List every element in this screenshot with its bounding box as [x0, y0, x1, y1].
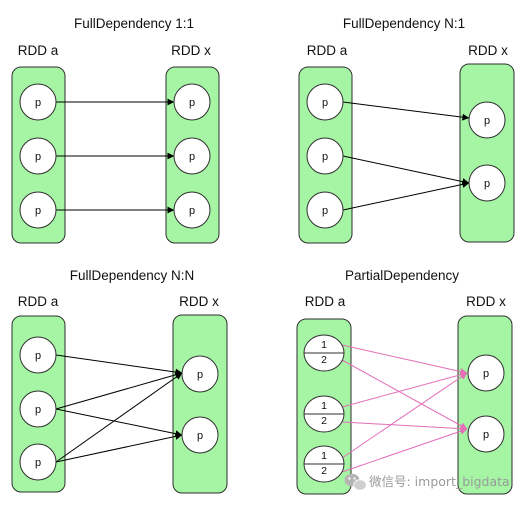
- partition-label: p: [483, 429, 489, 441]
- partition-label: p: [189, 151, 195, 163]
- partition-label: p: [35, 404, 41, 416]
- partition-a-2: p: [19, 390, 57, 428]
- partition-label: p: [35, 151, 41, 163]
- fraction-top: 1: [321, 400, 327, 412]
- rdd-a-label: RDD a: [305, 294, 346, 309]
- partition-x-2: p: [181, 416, 219, 454]
- fraction-top: 1: [321, 450, 327, 462]
- partition-a-3: p: [19, 191, 57, 229]
- arrow: [55, 372, 183, 463]
- partition-label: p: [483, 368, 489, 380]
- arrow: [342, 180, 470, 211]
- fraction-bottom: 2: [321, 354, 327, 366]
- panel-full-n-1: FullDependency N:1 RDD a RDD x p p p p p: [298, 16, 515, 244]
- panel-partial: PartialDependency RDD a RDD x 1 2 1 2: [296, 268, 513, 495]
- dependency-arrows: [55, 354, 183, 463]
- partition-x-1: p: [181, 355, 219, 393]
- rdd-x-label: RDD x: [179, 294, 219, 309]
- partition-label: p: [35, 457, 41, 469]
- partition-a-1: p: [19, 336, 57, 374]
- partition-label: p: [35, 97, 41, 109]
- partition-x-1: p: [467, 354, 505, 392]
- rdd-x-label: RDD x: [466, 294, 506, 309]
- arrow: [342, 101, 470, 121]
- partition-a-1: p: [306, 83, 344, 121]
- partition-x-2: p: [468, 164, 506, 202]
- partition-a-2: p: [19, 137, 57, 175]
- arrow: [55, 432, 183, 463]
- rdd-x-box: [459, 63, 515, 243]
- fraction-bottom: 2: [321, 415, 327, 427]
- panel-full-1-1: FullDependency 1:1 RDD a RDD x p p p p p…: [11, 16, 220, 244]
- partition-x-2: p: [173, 137, 211, 175]
- panel-title: FullDependency N:N: [70, 268, 195, 283]
- partition-label: p: [322, 205, 328, 217]
- wechat-icon: [344, 473, 367, 491]
- partition-a-2: 1 2: [303, 395, 345, 433]
- partition-label: p: [189, 97, 195, 109]
- arrow: [342, 155, 470, 186]
- dependency-arrows: [342, 101, 470, 211]
- partition-x-2: p: [467, 415, 505, 453]
- arrow: [341, 371, 468, 408]
- panel-title: FullDependency 1:1: [74, 16, 194, 31]
- rdd-x-box: [172, 314, 228, 494]
- partition-x-1: p: [173, 83, 211, 121]
- partition-x-3: p: [173, 191, 211, 229]
- partition-label: p: [35, 205, 41, 217]
- partition-a-2: p: [306, 137, 344, 175]
- rdd-x-label: RDD x: [468, 43, 508, 58]
- partition-a-3: p: [306, 191, 344, 229]
- arrow: [55, 371, 183, 410]
- partition-label: p: [322, 151, 328, 163]
- rdd-x-label: RDD x: [171, 43, 211, 58]
- dependency-arrows: [56, 98, 175, 214]
- rdd-a-label: RDD a: [307, 43, 348, 58]
- rdd-a-label: RDD a: [18, 294, 59, 309]
- watermark: 微信号: import_bigdata: [344, 473, 510, 491]
- arrow: [341, 421, 468, 433]
- dependency-arrows: [341, 344, 468, 473]
- panel-title: PartialDependency: [345, 268, 459, 283]
- arrow: [55, 408, 183, 438]
- partition-label: p: [322, 97, 328, 109]
- fraction-top: 1: [321, 339, 327, 351]
- partition-x-1: p: [468, 101, 506, 139]
- partition-a-1: p: [19, 83, 57, 121]
- partition-label: p: [189, 205, 195, 217]
- rdd-a-label: RDD a: [18, 43, 59, 58]
- partition-label: p: [484, 178, 490, 190]
- panel-full-n-n: FullDependency N:N RDD a RDD x p p p p p: [11, 268, 228, 494]
- panel-title: FullDependency N:1: [343, 16, 465, 31]
- partition-label: p: [35, 350, 41, 362]
- arrow: [341, 427, 468, 473]
- fraction-bottom: 2: [321, 465, 327, 477]
- rdd-x-box: [457, 315, 513, 495]
- partition-a-3: 1 2: [303, 445, 345, 483]
- arrow: [341, 344, 468, 375]
- partition-label: p: [484, 115, 490, 127]
- watermark-text: 微信号: import_bigdata: [369, 474, 510, 489]
- partition-a-1: 1 2: [303, 334, 345, 372]
- partition-label: p: [197, 369, 203, 381]
- partition-a-3: p: [19, 443, 57, 481]
- arrow: [55, 354, 183, 376]
- partition-label: p: [197, 430, 203, 442]
- arrow: [341, 359, 468, 430]
- arrow: [341, 372, 468, 459]
